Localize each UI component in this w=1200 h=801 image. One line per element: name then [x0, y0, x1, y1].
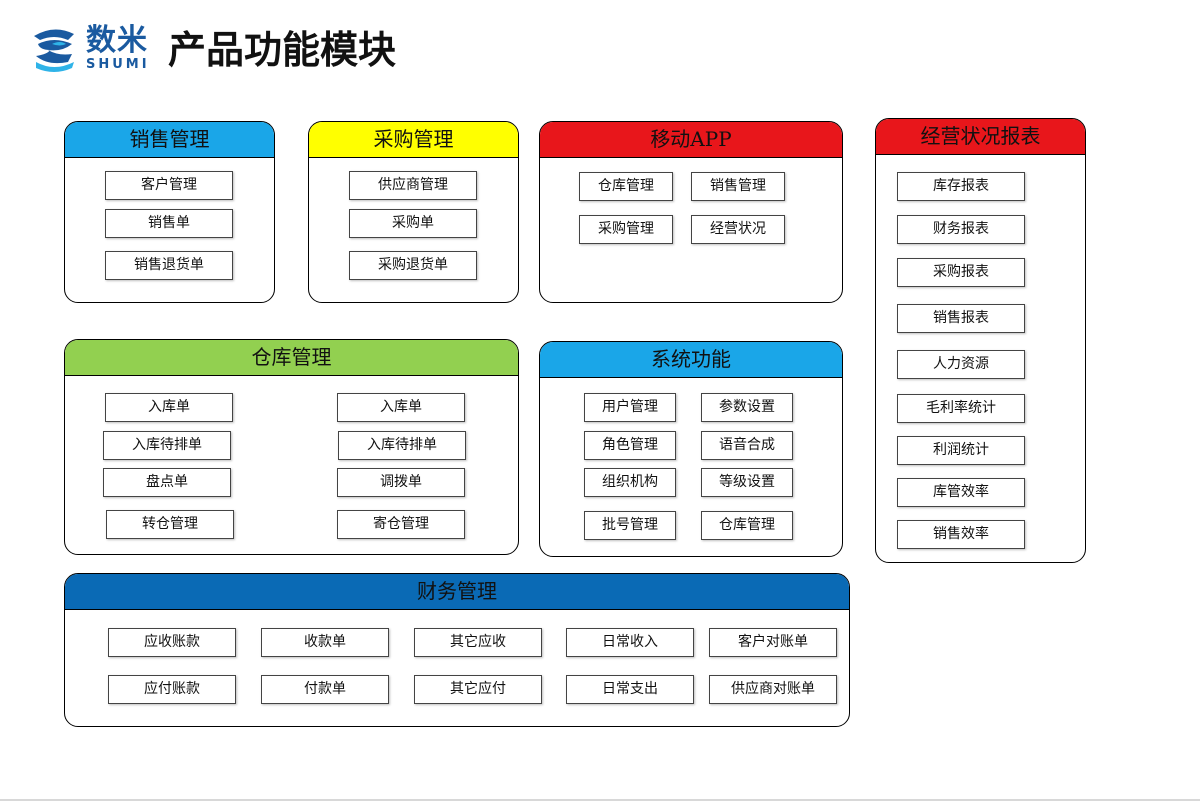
item-other-payable[interactable]: 其它应付 [414, 675, 542, 704]
item-other-receivable[interactable]: 其它应收 [414, 628, 542, 657]
item-role-management[interactable]: 角色管理 [584, 431, 676, 460]
item-mobile-purchase[interactable]: 采购管理 [579, 215, 673, 244]
item-mobile-sales[interactable]: 销售管理 [691, 172, 785, 201]
item-purchase-report[interactable]: 采购报表 [897, 258, 1025, 287]
shumi-logo: 数米 SHUMI [28, 22, 148, 76]
item-sales-order[interactable]: 销售单 [105, 209, 233, 238]
module-business-reports: 经营状况报表 库存报表 财务报表 采购报表 销售报表 人力资源 毛利率统计 利润… [875, 118, 1086, 563]
item-supplier-statement[interactable]: 供应商对账单 [709, 675, 837, 704]
item-purchase-return[interactable]: 采购退货单 [349, 251, 477, 280]
module-warehouse: 仓库管理 入库单 入库单 入库待排单 入库待排单 盘点单 调拨单 转仓管理 寄仓… [64, 339, 519, 555]
item-user-management[interactable]: 用户管理 [584, 393, 676, 422]
item-inventory-report[interactable]: 库存报表 [897, 172, 1025, 201]
item-profit-stats[interactable]: 利润统计 [897, 436, 1025, 465]
item-speech-synthesis[interactable]: 语音合成 [701, 431, 793, 460]
item-parameter-settings[interactable]: 参数设置 [701, 393, 793, 422]
module-purchase: 采购管理 供应商管理 采购单 采购退货单 [308, 121, 519, 303]
item-supplier-management[interactable]: 供应商管理 [349, 171, 477, 200]
page-title: 产品功能模块 [168, 27, 397, 72]
item-payment-order[interactable]: 付款单 [261, 675, 389, 704]
item-mobile-business-status[interactable]: 经营状况 [691, 215, 785, 244]
item-daily-expense[interactable]: 日常支出 [566, 675, 694, 704]
item-system-warehouse[interactable]: 仓库管理 [701, 511, 793, 540]
item-sales-return[interactable]: 销售退货单 [105, 251, 233, 280]
item-customer-management[interactable]: 客户管理 [105, 171, 233, 200]
item-warehouse-efficiency[interactable]: 库管效率 [897, 478, 1025, 507]
item-consignment-management[interactable]: 寄仓管理 [337, 510, 465, 539]
module-warehouse-header: 仓库管理 [65, 340, 518, 376]
logo-text-en: SHUMI [86, 57, 150, 72]
item-customer-statement[interactable]: 客户对账单 [709, 628, 837, 657]
logo-text-cn: 数米 [86, 23, 148, 58]
item-batch-management[interactable]: 批号管理 [584, 511, 676, 540]
module-mobile-app-header: 移动APP [540, 122, 842, 158]
module-finance: 财务管理 应收账款 收款单 其它应收 日常收入 客户对账单 应付账款 付款单 其… [64, 573, 850, 727]
item-accounts-receivable[interactable]: 应收账款 [108, 628, 236, 657]
item-receipt-order[interactable]: 收款单 [261, 628, 389, 657]
shumi-logo-icon [34, 29, 74, 72]
item-sales-efficiency[interactable]: 销售效率 [897, 520, 1025, 549]
item-sales-report[interactable]: 销售报表 [897, 304, 1025, 333]
item-finance-report[interactable]: 财务报表 [897, 215, 1025, 244]
module-mobile-app: 移动APP 仓库管理 销售管理 采购管理 经营状况 [539, 121, 843, 303]
item-daily-income[interactable]: 日常收入 [566, 628, 694, 657]
item-mobile-warehouse[interactable]: 仓库管理 [579, 172, 673, 201]
item-inbound-order-b[interactable]: 入库单 [337, 393, 465, 422]
page-bottom-divider [0, 799, 1200, 801]
item-transfer-order[interactable]: 调拨单 [337, 468, 465, 497]
item-stocktake-order[interactable]: 盘点单 [103, 468, 231, 497]
module-purchase-header: 采购管理 [309, 122, 518, 158]
module-system: 系统功能 用户管理 参数设置 角色管理 语音合成 组织机构 等级设置 批号管理 … [539, 341, 843, 557]
item-gross-margin-stats[interactable]: 毛利率统计 [897, 394, 1025, 423]
item-accounts-payable[interactable]: 应付账款 [108, 675, 236, 704]
item-inbound-order-a[interactable]: 入库单 [105, 393, 233, 422]
item-inbound-pending-b[interactable]: 入库待排单 [338, 431, 466, 460]
item-level-settings[interactable]: 等级设置 [701, 468, 793, 497]
item-organization[interactable]: 组织机构 [584, 468, 676, 497]
module-sales: 销售管理 客户管理 销售单 销售退货单 [64, 121, 275, 303]
module-finance-header: 财务管理 [65, 574, 849, 610]
item-purchase-order[interactable]: 采购单 [349, 209, 477, 238]
module-sales-header: 销售管理 [65, 122, 274, 158]
item-warehouse-transfer[interactable]: 转仓管理 [106, 510, 234, 539]
item-inbound-pending-a[interactable]: 入库待排单 [103, 431, 231, 460]
item-human-resources[interactable]: 人力资源 [897, 350, 1025, 379]
module-system-header: 系统功能 [540, 342, 842, 378]
module-business-reports-header: 经营状况报表 [876, 119, 1085, 155]
